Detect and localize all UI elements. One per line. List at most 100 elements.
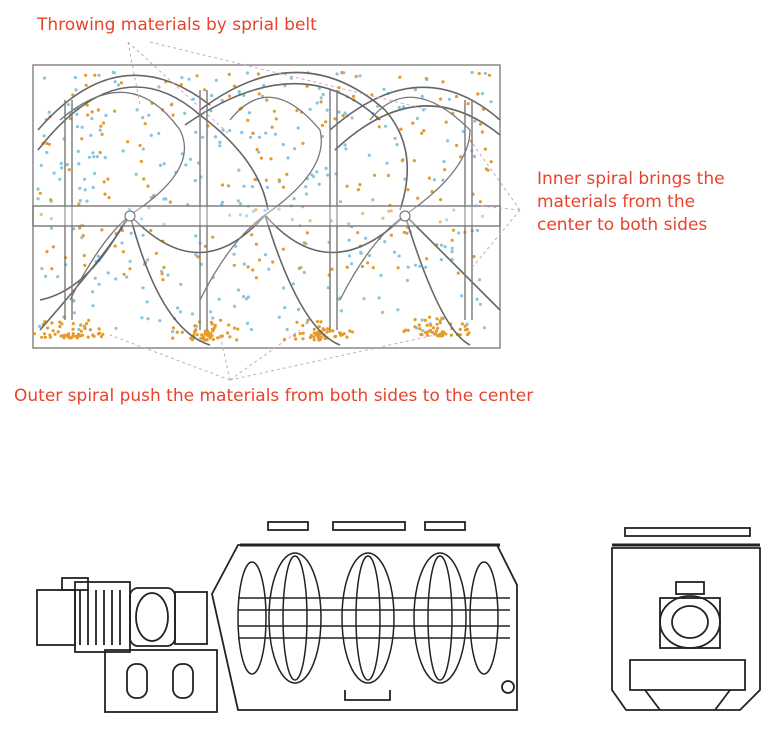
particle [113, 244, 117, 248]
particle [58, 324, 62, 329]
particle [295, 320, 299, 324]
particle [80, 125, 84, 129]
particle [361, 211, 365, 216]
particle [441, 80, 445, 84]
particle [232, 252, 236, 256]
particle [194, 234, 198, 238]
particle [302, 270, 306, 275]
particle [211, 337, 215, 342]
particle [81, 234, 85, 238]
particle [335, 72, 339, 76]
particle [315, 101, 319, 105]
particle [478, 200, 482, 204]
particle [168, 200, 172, 204]
particle [449, 333, 453, 337]
particle [356, 231, 360, 235]
particle [423, 318, 427, 322]
particle [49, 226, 54, 230]
particle [320, 123, 324, 127]
particle [246, 118, 250, 122]
particle [98, 150, 102, 155]
particle [486, 168, 490, 172]
shaft-hub [399, 210, 411, 222]
particle [162, 162, 166, 166]
particle [371, 266, 375, 270]
particle [113, 80, 117, 84]
particle [377, 125, 381, 129]
particle [343, 111, 347, 115]
particle [435, 322, 439, 326]
particle [242, 184, 246, 188]
particle [80, 333, 84, 337]
particle [246, 295, 250, 299]
particle [91, 151, 95, 155]
particle [60, 322, 64, 326]
particle [420, 318, 424, 322]
particle [85, 103, 89, 107]
particle [277, 315, 281, 319]
particle [38, 324, 42, 328]
particle [445, 218, 449, 222]
particle [100, 228, 104, 232]
particle [265, 98, 269, 102]
particle [325, 108, 329, 112]
particle [194, 130, 198, 134]
particle [444, 120, 448, 124]
particle [82, 324, 86, 328]
particle [219, 318, 223, 322]
particle [213, 135, 217, 139]
particle [477, 72, 481, 76]
particle [342, 332, 346, 336]
particle [250, 233, 254, 237]
particle [348, 329, 352, 333]
particle [428, 315, 432, 319]
outer-ribbon [37, 71, 501, 346]
particle [429, 323, 433, 327]
particle [271, 260, 275, 264]
particle [344, 147, 348, 151]
particle [190, 312, 194, 316]
particle [450, 238, 454, 242]
spokes [64, 90, 473, 330]
particle [96, 332, 100, 336]
particle [175, 330, 179, 334]
particle [91, 185, 95, 190]
inner-spiral-label: Inner spiral brings the materials from t… [537, 168, 773, 237]
particle [465, 327, 469, 331]
particle [304, 185, 308, 189]
particle [45, 150, 49, 155]
shaft-hub [124, 210, 136, 222]
particle [411, 121, 415, 125]
particle [306, 318, 310, 322]
particle [263, 208, 267, 213]
particle [242, 93, 246, 97]
particle [292, 197, 296, 201]
particle [36, 187, 40, 191]
particle [87, 318, 91, 322]
particle [281, 142, 285, 147]
inner-ribbon [59, 91, 471, 301]
particle [385, 161, 389, 165]
blue-particles [36, 70, 493, 334]
particle [245, 71, 250, 75]
particle [112, 71, 116, 75]
particle [218, 140, 222, 144]
particle [387, 209, 391, 213]
particle [413, 318, 417, 322]
particle [325, 330, 329, 334]
particle [293, 147, 297, 151]
particle [134, 172, 138, 176]
particle [420, 94, 424, 98]
particle [380, 310, 385, 314]
particle [187, 77, 191, 81]
particle [312, 335, 316, 339]
particle [347, 222, 351, 226]
particle [220, 334, 224, 338]
particle [254, 208, 258, 212]
particle [248, 135, 253, 139]
particle [99, 335, 104, 339]
particle [328, 329, 332, 333]
particle [180, 152, 184, 156]
particle [141, 147, 145, 151]
particle [314, 332, 318, 336]
